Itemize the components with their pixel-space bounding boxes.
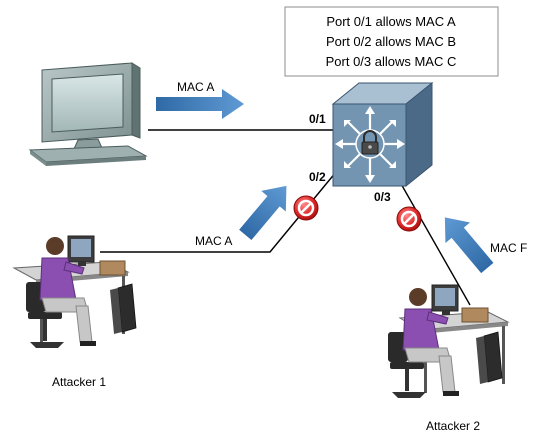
arrow-attacker1-mac [239, 185, 287, 241]
blocked-port-icon-0-3 [396, 206, 422, 232]
port-label-0-1: 0/1 [309, 112, 326, 126]
switch-lock-icon [331, 81, 434, 188]
lock-icon [361, 130, 379, 155]
label-attacker-2: Attacker 2 [426, 419, 480, 433]
legend-line-1: Port 0/1 allows MAC A [326, 14, 456, 29]
legend-line-2: Port 0/2 allows MAC B [326, 34, 456, 49]
attacker-1-workstation [12, 235, 137, 348]
port-label-0-3: 0/3 [374, 190, 391, 204]
legend-box [284, 6, 499, 77]
arrow-pc-mac [156, 89, 244, 119]
arrow-label-pc: MAC A [177, 80, 214, 94]
desktop-computer-icon [28, 62, 148, 166]
attacker-2-workstation [388, 284, 510, 398]
port-label-0-2: 0/2 [309, 170, 326, 184]
arrow-label-attacker2: MAC F [490, 241, 527, 255]
label-attacker-1: Attacker 1 [52, 375, 106, 389]
arrow-attacker2-mac [444, 217, 494, 274]
port-mac-legend: Port 0/1 allows MAC A Port 0/2 allows MA… [284, 6, 499, 77]
arrow-label-attacker1: MAC A [195, 234, 232, 248]
blocked-port-icon-0-2 [293, 195, 319, 221]
legend-line-3: Port 0/3 allows MAC C [326, 54, 457, 69]
